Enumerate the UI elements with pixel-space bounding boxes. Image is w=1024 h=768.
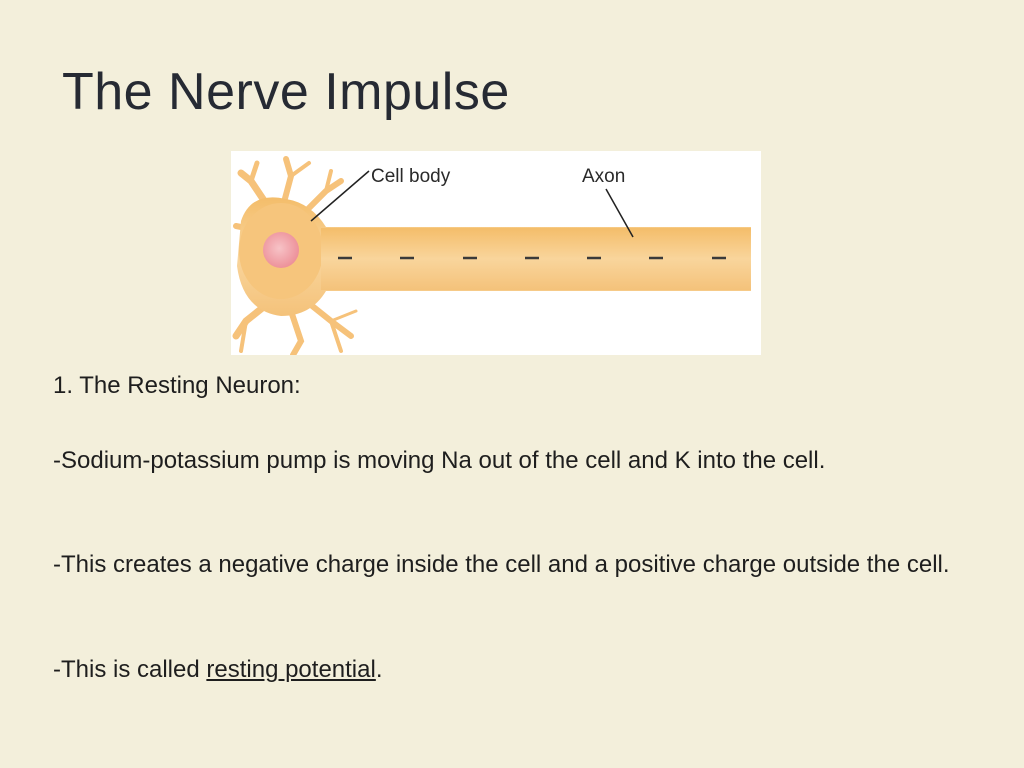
point-resting-potential: -This is called resting potential. — [53, 655, 953, 684]
dendrites — [232, 156, 358, 355]
axon-leader — [605, 188, 634, 238]
label-axon: Axon — [582, 166, 625, 187]
nucleus — [263, 232, 299, 268]
point-heading: 1. The Resting Neuron: — [53, 372, 301, 399]
label-cell-body: Cell body — [371, 166, 451, 187]
resting-potential-term: resting potential — [206, 656, 376, 683]
slide-title: The Nerve Impulse — [62, 63, 510, 121]
neuron-diagram: Cell body Axon — [231, 151, 761, 355]
point-charge: -This creates a negative charge inside t… — [53, 551, 950, 578]
point-pump: -Sodium-potassium pump is moving Na out … — [53, 447, 826, 474]
resting-suffix: . — [375, 656, 383, 683]
cell-body-leader — [310, 170, 370, 222]
neuron-illustration: Cell body Axon — [232, 156, 751, 355]
resting-prefix: -This is called — [53, 656, 207, 683]
